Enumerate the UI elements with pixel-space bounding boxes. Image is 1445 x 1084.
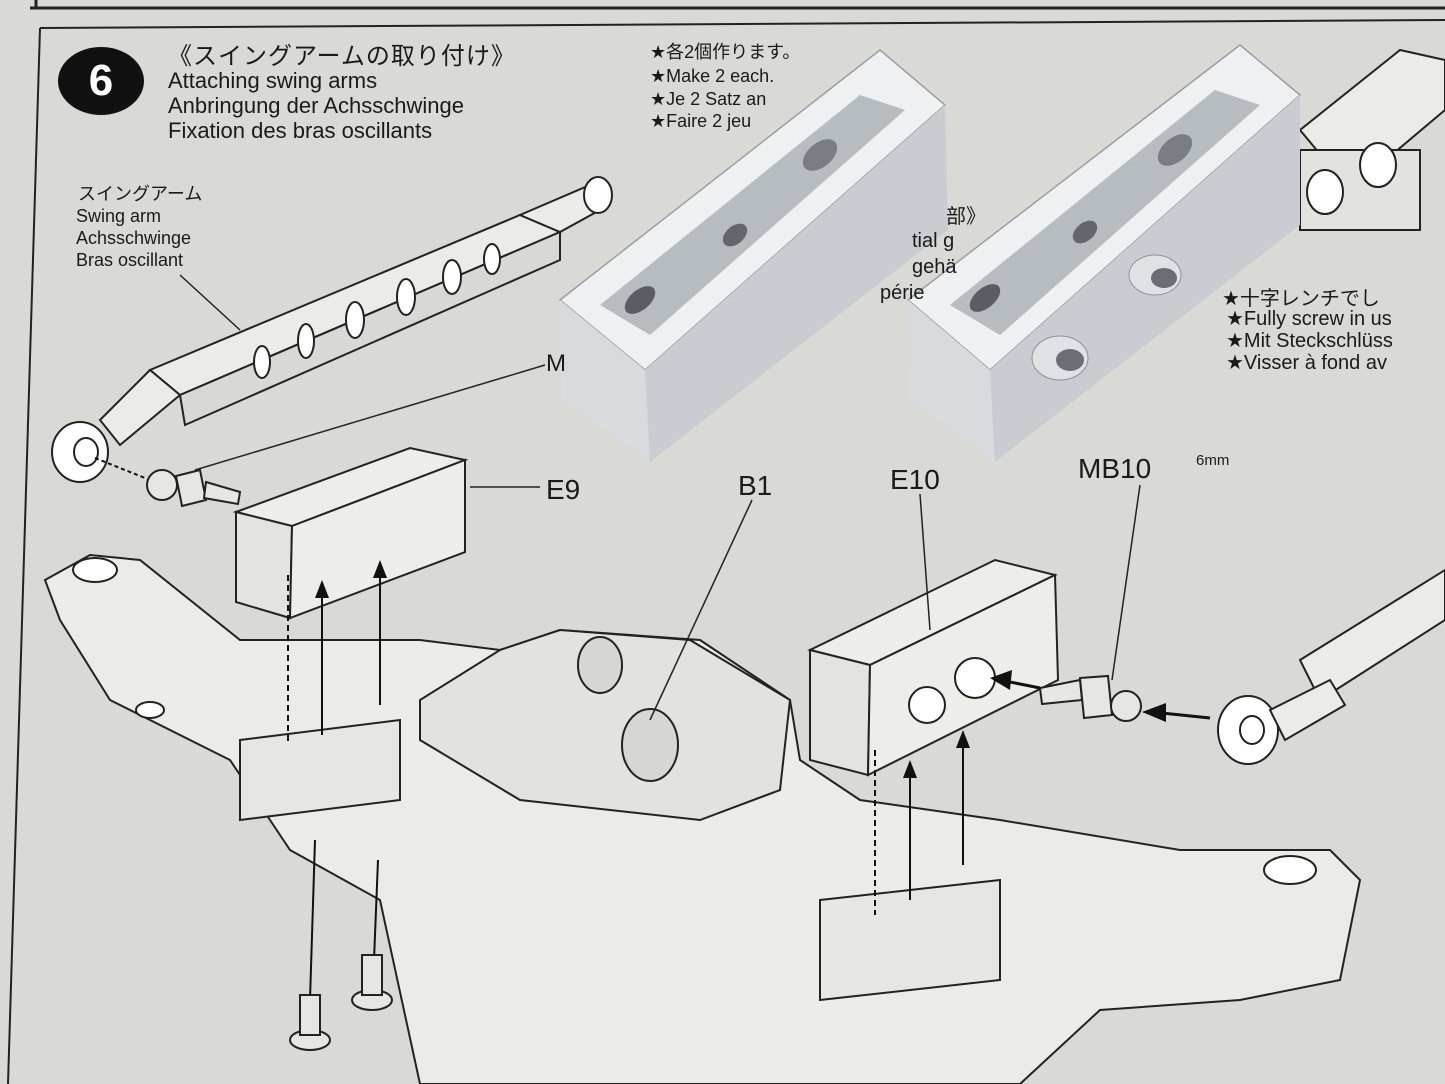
swing-arm-label-ja: スイングアーム <box>78 184 203 204</box>
part-label-mb10: MB10 <box>1078 453 1152 484</box>
step-number-badge: 6 <box>58 47 144 115</box>
mb10-leader-line <box>1111 484 1141 681</box>
e10-leader-line <box>919 493 931 631</box>
right-note-de: ★Mit Steckschlüss <box>1226 330 1393 352</box>
b1-leader-line <box>649 499 753 721</box>
aluminum-mount-right <box>906 44 1302 462</box>
step-title-ja: 《スイングアームの取り付け》 <box>168 43 516 70</box>
ball-stud-left <box>146 468 242 508</box>
ball-stud-right <box>1038 674 1142 722</box>
swing-arm-left-drawing <box>51 176 613 483</box>
swing-arm-label-fr: Bras oscillant <box>76 250 184 270</box>
screw-right <box>351 954 393 1011</box>
m-leader-line <box>194 364 546 471</box>
step-title-fr: Fixation des bras oscillants <box>168 118 433 143</box>
part-label-e9: E9 <box>546 474 581 505</box>
part-label-b1: B1 <box>738 470 773 501</box>
note-fr: ★Faire 2 jeu <box>650 111 752 131</box>
panel-border-left <box>7 27 41 1084</box>
arrow-head-e10 <box>990 670 1012 690</box>
brass-insert-2 <box>1128 254 1182 296</box>
swing-arm-right-drawing <box>1217 568 1445 765</box>
step-title-de: Anbringung der Achsschwinge <box>168 93 464 118</box>
arrow-head-stud <box>1142 703 1166 722</box>
e10-mount-drawing <box>807 558 1060 777</box>
brass-insert-1 <box>1031 335 1089 381</box>
right-note-fr: ★Visser à fond av <box>1226 352 1387 374</box>
swing-arm-top-right-drawing <box>1298 48 1445 231</box>
occluded-text-fragment-2: tial g <box>912 230 955 252</box>
arrow-heads <box>315 560 970 778</box>
occluded-text-fragment-1: 部》 <box>946 206 986 228</box>
swing-arm-label-en: Swing arm <box>76 206 162 226</box>
step-title-en: Attaching swing arms <box>168 68 378 93</box>
note-en: ★Make 2 each. <box>650 66 775 86</box>
occluded-text-fragment-4: périe <box>880 282 925 304</box>
part-label-mb10-size: 6mm <box>1196 452 1230 469</box>
e9-mount-drawing <box>232 446 469 620</box>
assembly-arrows <box>287 570 964 1001</box>
occluded-text-fragment-3: gehä <box>912 256 957 278</box>
arrow-to-rod-end <box>94 457 146 479</box>
aluminum-mount-left <box>558 49 948 462</box>
swing-arm-leader-line <box>179 274 241 331</box>
right-note-ja: ★十字レンチでし <box>1222 288 1380 310</box>
swing-arm-label-de: Achsschwinge <box>76 228 192 248</box>
note-de: ★Je 2 Satz an <box>650 89 767 109</box>
part-label-m: M <box>546 350 566 377</box>
note-ja: ★各2個作ります。 <box>650 42 801 62</box>
chassis-drawing <box>43 553 1362 1084</box>
part-label-e10: E10 <box>890 464 940 495</box>
screw-left <box>289 994 331 1051</box>
panel-border-top <box>39 19 1445 29</box>
right-note-en: ★Fully screw in us <box>1226 308 1392 330</box>
